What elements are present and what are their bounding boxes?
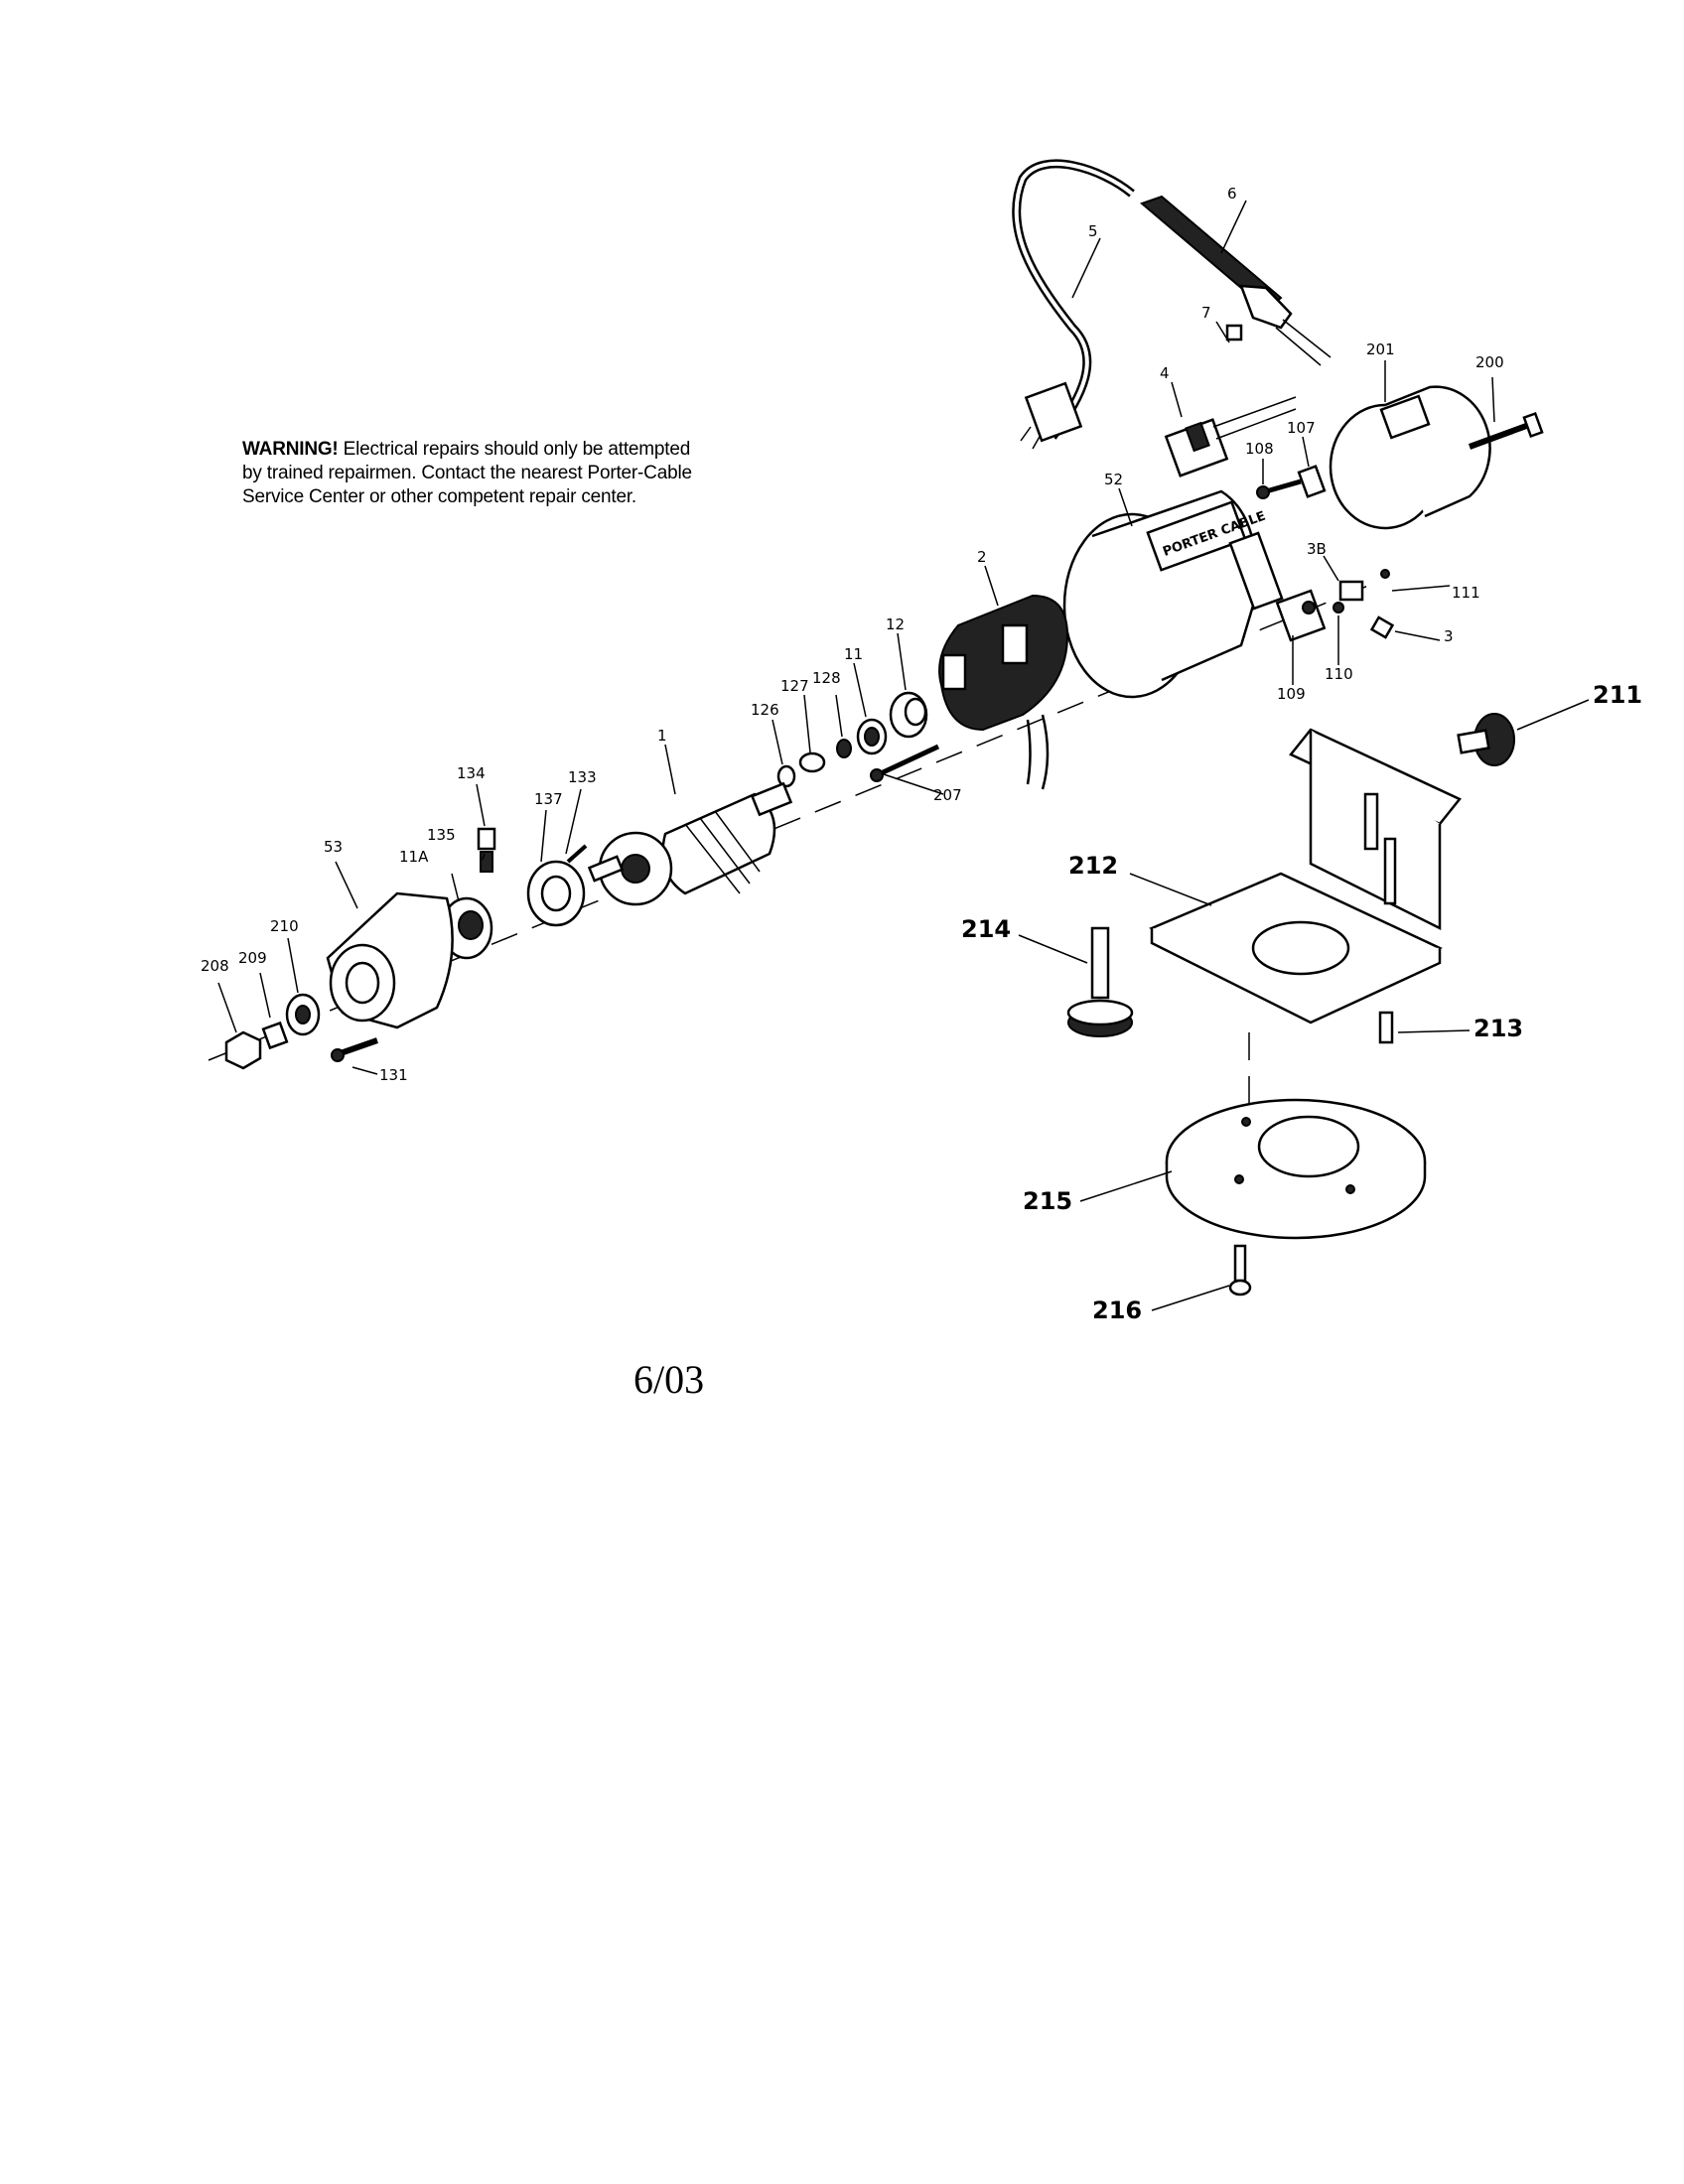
clip-part [1256,465,1327,499]
label-12: 12 [886,615,905,633]
label-133: 133 [568,768,597,786]
label-111: 111 [1452,584,1480,602]
label-213: 213 [1474,1015,1523,1042]
label-135: 135 [427,826,456,844]
label-216: 216 [1092,1297,1142,1324]
label-209: 209 [238,949,267,967]
terminal-part [1225,324,1243,341]
label-7: 7 [1201,304,1211,322]
bearing-parts [776,691,928,788]
screw-part [1468,411,1544,450]
label-3: 3 [1444,627,1454,645]
date-code: 6/03 [633,1357,705,1402]
label-leaders [217,200,1590,1311]
label-52: 52 [1104,471,1123,488]
label-109: 109 [1277,685,1306,703]
base-bracket-part [1149,728,1462,1024]
label-2: 2 [977,548,987,566]
sub-base-part [1165,1098,1427,1240]
label-108: 108 [1245,440,1274,458]
label-208: 208 [201,957,229,975]
label-6: 6 [1227,185,1237,203]
label-1: 1 [657,727,667,745]
warning-text: Electrical repairs should only be attemp… [242,439,692,507]
switch-part [1164,396,1297,478]
end-cap-part [1329,385,1491,530]
label-53: 53 [324,838,343,856]
label-107: 107 [1287,419,1316,437]
armature-part [587,781,793,906]
screw-216-part [1228,1244,1252,1297]
label-110: 110 [1325,665,1353,683]
label-131: 131 [379,1066,408,1084]
label-210: 210 [270,917,299,935]
label-207: 207 [933,786,962,804]
bearing-retainer-part [526,844,588,927]
label-11: 11 [844,645,863,663]
bearing-11a-part [440,896,493,960]
collet-parts [224,993,321,1070]
label-211: 211 [1593,681,1642,709]
long-screw-part [870,744,940,782]
label-212: 212 [1068,852,1118,880]
motor-housing-part: PORTER CABLE [1062,489,1284,699]
label-128: 128 [812,669,841,687]
label-3b: 3B [1307,540,1327,558]
label-215: 215 [1023,1187,1072,1215]
label-201: 201 [1366,341,1395,358]
warning-notice: WARNING! Electrical repairs should only … [242,438,709,509]
label-4: 4 [1160,364,1170,382]
label-214: 214 [961,915,1011,943]
label-134: 134 [457,764,486,782]
screw-213-part [1378,1011,1394,1044]
end-bell-part [326,891,454,1029]
field-coil-part [938,594,1069,790]
label-5: 5 [1088,222,1098,240]
warning-heading: WARNING! [242,439,339,460]
brush-holder-parts [1275,569,1395,642]
label-126: 126 [751,701,779,719]
label-127: 127 [780,677,809,695]
brush-part [477,827,496,873]
knob-214-part [1066,926,1134,1037]
label-137: 137 [534,790,563,808]
cord-set [1140,195,1332,366]
power-cord [1012,159,1135,450]
part-number-labels: 6 5 7 4 201 200 107 108 52 3B 111 3 109 … [201,185,1642,1324]
screw-131-part [331,1037,378,1062]
label-200: 200 [1475,353,1504,371]
knob-211-part [1457,713,1515,766]
label-11a: 11A [399,848,429,866]
